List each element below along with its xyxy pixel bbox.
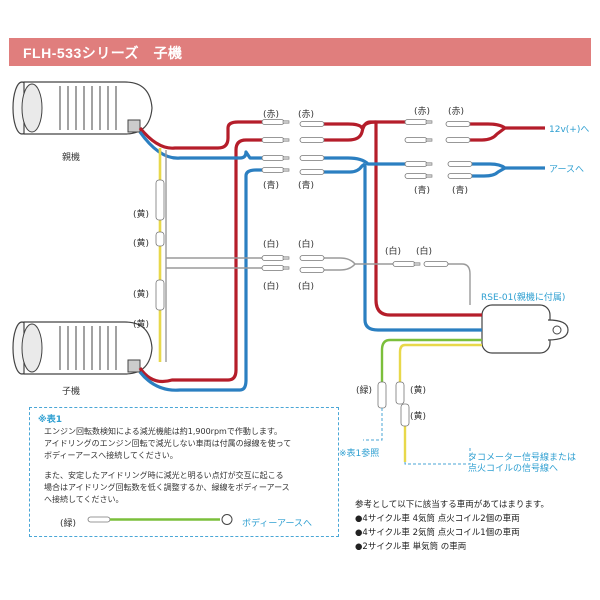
leader-lines [363, 408, 471, 465]
reference-item: ●4サイクル車 2気筒 点火コイル1個の車両 [355, 528, 520, 538]
note-title: ※表1 [38, 415, 63, 425]
wire-label-white: (白) [416, 247, 433, 257]
wire-label-red: (赤) [448, 107, 465, 117]
controller-label: RSE-01(親機に付属) [481, 293, 566, 303]
wire-label-red: (赤) [263, 110, 280, 120]
harness-connectors [261, 119, 473, 273]
note-line: へ接続してください。 [44, 495, 124, 504]
reference-item: ●2サイクル車 単気筒 の車両 [355, 542, 467, 552]
wire-label-red: (赤) [298, 110, 315, 120]
body-earth-label: ボディーアースへ [242, 519, 313, 529]
yellow-connectors [155, 179, 165, 311]
reference-item: ●4サイクル車 4気筒 点火コイル2個の車両 [355, 514, 520, 524]
wire-label-green: (緑) [356, 386, 373, 396]
wire-label-yellow: (黄) [133, 239, 150, 249]
wire-label-blue: (青) [298, 181, 315, 191]
blue-wires [138, 131, 545, 392]
wire-label-yellow: (黄) [133, 320, 150, 330]
child-lamp-label: 子機 [62, 387, 81, 397]
wire-label-yellow: (黄) [410, 386, 427, 396]
note-line: エンジン回転数検知による減光機能は約1,900rpmで作動します。 [44, 427, 283, 436]
note-line: ボディーアースへ接続してください。 [44, 451, 178, 460]
parent-lamp-label: 親機 [62, 153, 81, 163]
wire-label-blue: (青) [263, 181, 280, 191]
wire-label-red: (赤) [414, 107, 431, 117]
wire-label-white: (白) [263, 282, 280, 292]
note-box: ※表1 エンジン回転数検知による減光機能は約1,900rpmで作動します。 アイ… [29, 407, 339, 537]
wire-label-white: (白) [385, 247, 402, 257]
red-wires [138, 120, 545, 384]
terminal-12v-label: 12v(+)へ [549, 125, 590, 135]
child-lamp [12, 321, 153, 375]
wire-label-blue: (青) [452, 186, 469, 196]
header-bar: FLH-533シリーズ 子機 [9, 38, 591, 66]
ref-mark-label: ※表1参照 [339, 449, 380, 459]
wire-label-yellow: (黄) [410, 412, 427, 422]
wire-label-yellow: (黄) [133, 290, 150, 300]
terminal-earth-label: アースへ [549, 165, 585, 175]
tacho-signal-label: タコメーター信号線または [468, 453, 577, 463]
terminal-arrows [530, 127, 545, 169]
parent-lamp [12, 81, 153, 135]
page-title: FLH-533シリーズ 子機 [23, 45, 183, 61]
note-line: また、安定したアイドリング時に減光と明るい点灯が交互に起こる [44, 471, 284, 480]
controller-signal-wires [380, 338, 482, 462]
body-earth-wire [87, 514, 233, 525]
reference-intro: 参考として以下に該当する車両があてはまります。 [355, 500, 550, 510]
wire-label-green: (緑) [60, 519, 77, 529]
controller-signal-connectors [377, 381, 410, 427]
wire-label-white: (白) [298, 240, 315, 250]
wire-label-white: (白) [298, 282, 315, 292]
wire-label-blue: (青) [414, 186, 431, 196]
tacho-signal-label-2: 点火コイルの信号線へ [468, 464, 559, 474]
wire-label-white: (白) [263, 240, 280, 250]
white-wires [165, 150, 471, 362]
note-line: アイドリングのエンジン回転で減光しない車両は付属の緑線を使って [44, 439, 292, 448]
note-line: 場合はアイドリング回転数を低く調整するか、緑線をボディーアース [44, 483, 290, 492]
wire-label-yellow: (黄) [133, 210, 150, 220]
rse01-controller [481, 304, 569, 354]
